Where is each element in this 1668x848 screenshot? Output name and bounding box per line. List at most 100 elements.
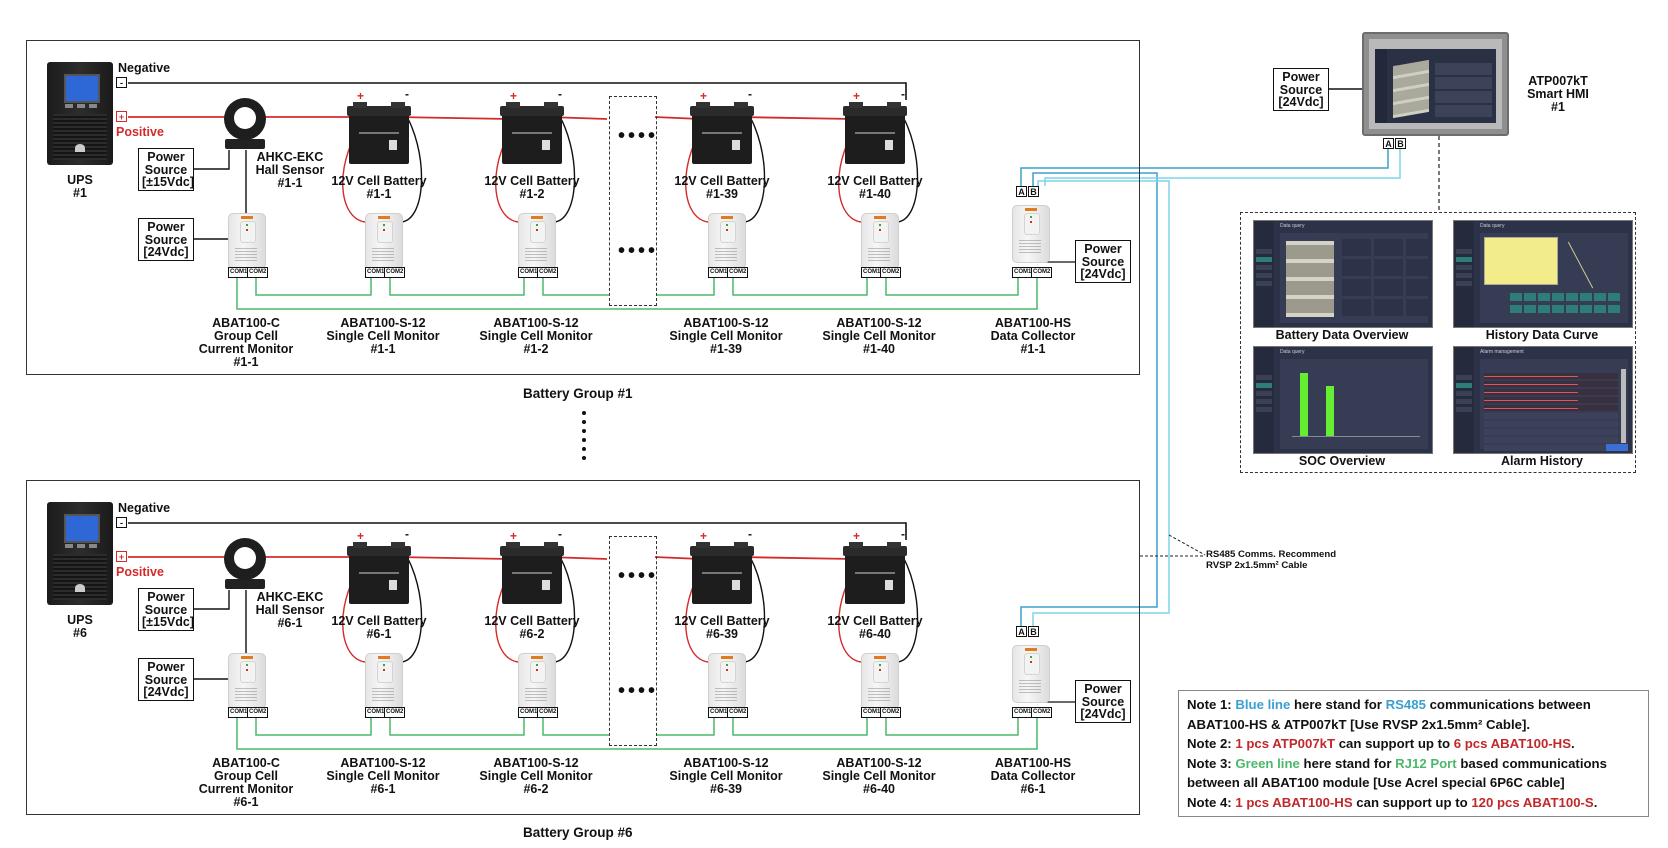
hmi-screenshot-3: Data query [1253,346,1433,454]
negative-bus-wire [128,82,907,100]
screenshot-caption: Battery Data Overview [1275,328,1409,342]
sense-lead-negative [743,109,766,223]
note-1: Note 1: Blue line here stand for RS485 c… [1187,697,1591,732]
rj12-link [732,278,868,296]
positive-label: Positive [116,565,164,579]
series-link-wire [737,556,854,560]
current-monitor-module [228,213,266,269]
cell-monitor-module [518,653,556,709]
note-3: Note 3: Green line here stand for RJ12 P… [1187,755,1607,791]
more-groups-ellipsis [582,411,586,465]
negative-terminal: - [116,77,127,88]
battery-label: 12V Cell Battery#6-39 [674,614,770,641]
ellipsis-top: •••• [618,565,659,587]
rs485-a-line-g6 [1020,172,1158,626]
series-link-wire [394,556,511,560]
rj12-link [255,718,372,736]
ups-label: UPS#6 [67,613,93,640]
positive-terminal: + [116,551,127,562]
soc-bar [1300,373,1308,437]
screenshot-caption: History Data Curve [1485,328,1599,342]
positive-label: Positive [116,125,164,139]
cell-monitor-module [365,653,403,709]
battery-positive-sign: + [510,529,518,543]
note-2: Note 2: 1 pcs ATP007kT can support up to… [1187,736,1575,751]
cell-monitor-module [365,213,403,269]
battery-negative-sign: - [901,87,905,101]
battery-icon [843,542,907,604]
com2-port: COM2 [247,267,269,278]
screenshot-caption: Alarm History [1501,454,1583,468]
negative-label: Negative [118,501,171,515]
battery-icon [690,102,754,164]
rj12-link [389,718,525,736]
hall-sensor-icon [224,98,266,149]
data-collector-module [1012,645,1050,703]
negative-terminal: - [116,517,127,528]
sense-lead-negative [896,109,919,223]
battery-negative-sign: - [405,527,409,541]
rj12-link [542,718,609,736]
rs485-terminal-b: B [1028,626,1039,637]
cell-monitor-module [708,213,746,269]
sense-lead-negative [896,549,919,663]
rj12-link [657,718,715,736]
negative-label: Negative [118,61,171,75]
com2-port: COM2 [384,707,406,718]
data-collector-module [1012,205,1050,263]
group-title-1: Battery Group #1 [523,386,633,401]
negative-bus-wire [128,522,907,540]
com2-port: COM2 [727,267,749,278]
battery-icon [843,102,907,164]
rj12-link [657,278,715,296]
battery-label: 12V Cell Battery#1-1 [331,174,427,201]
battery-positive-sign: + [357,89,365,103]
sensor-power-wire [194,150,230,170]
battery-positive-sign: + [853,529,861,543]
sense-lead-negative [553,109,576,223]
battery-label: 12V Cell Battery#6-1 [331,614,427,641]
rj12-link [255,278,372,296]
positive-terminal: + [116,111,127,122]
com2-port: COM2 [727,707,749,718]
hmi-screenshot-2: Data query [1453,220,1633,328]
battery-icon [690,542,754,604]
ups-label: UPS#1 [67,173,93,200]
battery-icon [347,102,411,164]
current-monitor-module [228,653,266,709]
battery-icon [500,542,564,604]
cell-monitor-module [518,213,556,269]
sense-lead-negative [743,549,766,663]
com2-port: COM2 [537,267,559,278]
com2-port: COM2 [1031,267,1053,278]
rs485-b-line [1044,149,1401,186]
note-4: Note 4: 1 pcs ABAT100-HS can support up … [1187,794,1598,810]
com2-port: COM2 [247,707,269,718]
rj12-link [885,718,1019,736]
com2-port: COM2 [880,707,902,718]
com2-port: COM2 [537,707,559,718]
sense-lead-negative [400,549,423,663]
hmi-screenshot-1: Data query [1253,220,1433,328]
hmi-screens-panel [1240,212,1636,473]
hmi-screen [1375,49,1496,123]
cell-monitor-module [708,653,746,709]
hmi-terminal-b: B [1395,138,1406,149]
group-title-6: Battery Group #6 [523,825,633,840]
